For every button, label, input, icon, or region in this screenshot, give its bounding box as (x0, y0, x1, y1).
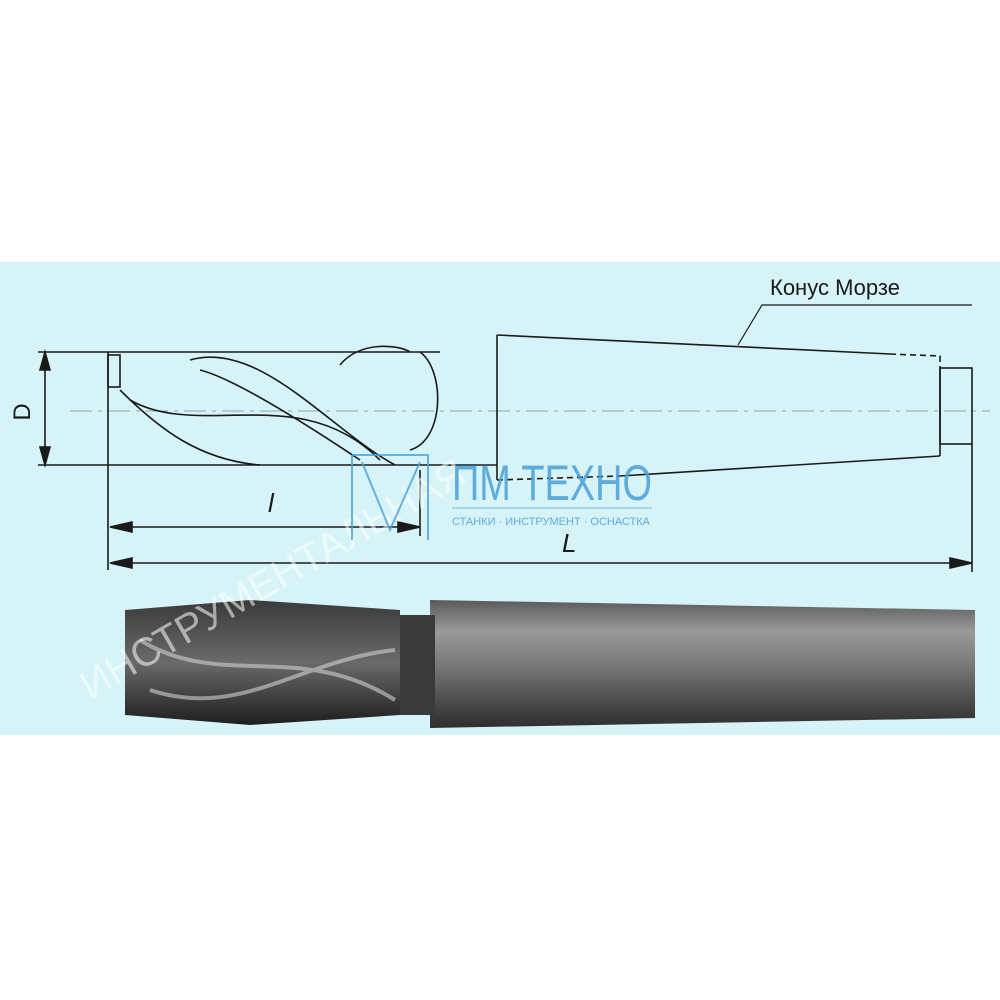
flute-edge (409, 351, 439, 451)
taper-top-hidden (889, 353, 941, 368)
flute-edge (199, 369, 361, 461)
total-length-arrows (109, 556, 973, 570)
cutting-length-arrows (109, 520, 421, 534)
brand-logo: ПМ ТЕХНО СТАНКИ · ИНСТРУМЕНТ · ОСНАСТКА (351, 454, 652, 540)
brand-tagline: СТАНКИ · ИНСТРУМЕНТ · ОСНАСТКА (452, 516, 651, 528)
taper-bottom (619, 455, 941, 477)
flute-edge (189, 356, 396, 466)
logo-icon (351, 454, 429, 540)
end-mill-photo (125, 600, 975, 728)
flutes (125, 600, 400, 725)
taper-label: Конус Морзе (770, 275, 900, 300)
shank (430, 600, 975, 728)
taper-bottom-hidden (496, 475, 621, 481)
taper-leader (737, 304, 972, 346)
taper-top (496, 334, 891, 355)
neck (395, 615, 435, 715)
total-length-label: L (562, 528, 576, 558)
cutting-length-label: l (268, 488, 275, 518)
flute-highlight (138, 638, 397, 702)
flute-edge (339, 345, 411, 366)
technical-drawing (38, 304, 990, 572)
flute-edge (129, 399, 381, 461)
brand-name: ПМ ТЕХНО (452, 455, 652, 511)
tooth-flat (107, 354, 121, 388)
diameter-label: D (9, 403, 36, 420)
flute-edge (119, 389, 261, 466)
diameter-arrows (38, 349, 52, 468)
tang (939, 367, 973, 445)
